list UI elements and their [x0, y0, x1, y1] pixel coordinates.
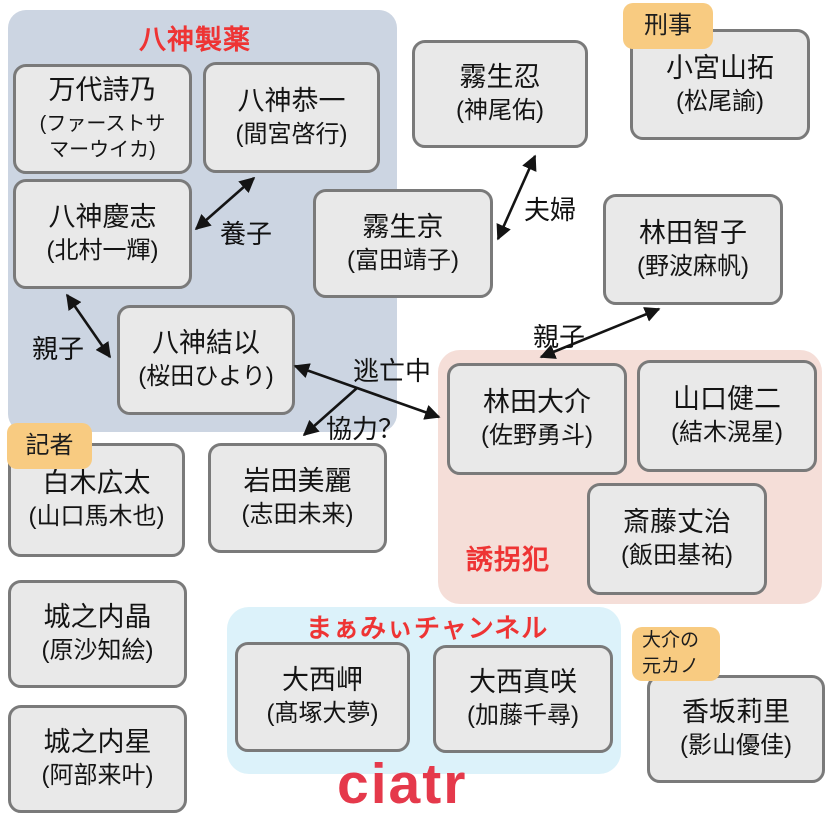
person-name: 城之内晶 [43, 602, 152, 633]
person-actor: (ファーストサ マーウイカ) [39, 112, 166, 161]
role-label-reporter: 記者 [7, 423, 92, 469]
relationship-label-parent-child-hayashida: 親子 [533, 322, 586, 352]
person-name: 大西真咲 [469, 667, 577, 698]
person-box-yagami-yui: 八神結以 (桜田ひより) [117, 305, 295, 415]
person-box-hayashida-daisuke: 林田大介 (佐野勇斗) [447, 363, 627, 475]
person-actor: (飯田基祐) [621, 542, 733, 570]
person-actor: (結木滉星) [671, 419, 783, 447]
person-name: 斎藤丈治 [623, 507, 731, 538]
person-box-jonouchi-akira: 城之内晶 (原沙知絵) [8, 580, 187, 688]
person-actor: (野波麻帆) [637, 252, 749, 280]
person-actor: (神尾佑) [456, 97, 544, 125]
role-label-ex-girlfriend: 大介の 元カノ [632, 627, 720, 681]
person-name: 霧生忍 [459, 62, 541, 93]
ciatr-logo: ciatr [337, 752, 468, 816]
relationship-label-married-couple: 夫婦 [524, 195, 577, 225]
person-box-kiryu-kyo: 霧生京 (富田靖子) [313, 189, 493, 298]
region-title-kidnappers: 誘拐犯 [466, 545, 550, 575]
relationship-label-on-the-run: 逃亡中 [353, 356, 432, 386]
person-actor: (阿部来叶) [41, 762, 154, 790]
person-actor: (原沙知絵) [41, 637, 154, 665]
relationship-label-adopted: 養子 [220, 219, 273, 249]
region-title-yagami-pharma: 八神製薬 [139, 25, 251, 55]
person-actor: (加藤千尋) [467, 702, 579, 730]
person-box-iwata-mirei: 岩田美麗 (志田未来) [208, 443, 387, 553]
person-actor: (髙塚大夢) [266, 700, 379, 728]
person-box-yagami-keishi: 八神慶志 (北村一輝) [13, 179, 192, 289]
relationship-label-parent-child-yagami: 親子 [32, 334, 85, 364]
person-actor: (富田靖子) [347, 246, 459, 274]
person-box-kiryu-shinobu: 霧生忍 (神尾佑) [412, 40, 588, 148]
person-box-yamaguchi-kenji: 山口健二 (結木滉星) [637, 360, 817, 472]
person-name: 小宮山拓 [666, 52, 774, 83]
relationship-label-cooperation: 協力？ [326, 414, 405, 444]
person-box-yagami-kyoichi: 八神恭一 (間宮啓行) [203, 62, 380, 173]
person-name: 万代詩乃 [48, 75, 157, 106]
person-name: 八神結以 [152, 328, 260, 359]
person-box-shiraki-kota: 白木広太 (山口馬木也) [8, 443, 185, 557]
person-name: 大西岬 [282, 665, 363, 696]
person-actor: (佐野勇斗) [481, 422, 593, 450]
person-name: 林田智子 [639, 217, 747, 248]
person-actor: (志田未来) [241, 501, 354, 529]
region-title-maamii-channel: まぁみぃチャンネル [306, 613, 549, 643]
person-actor: (山口馬木也) [28, 503, 165, 531]
role-label-detective: 刑事 [623, 3, 713, 49]
person-name: 八神恭一 [237, 85, 346, 116]
person-box-komiyama-taku: 小宮山拓 (松尾諭) [630, 29, 810, 140]
person-box-bandai-shino: 万代詩乃 (ファーストサ マーウイカ) [13, 64, 192, 174]
person-name: 林田大介 [483, 387, 591, 418]
person-actor: (桜田ひより) [138, 363, 274, 391]
person-box-onishi-misaki: 大西岬 (髙塚大夢) [235, 642, 410, 752]
person-box-saito-joji: 斎藤丈治 (飯田基祐) [587, 483, 767, 595]
person-name: 城之内星 [43, 727, 152, 758]
person-actor: (松尾諭) [676, 87, 764, 115]
person-box-onishi-masaki: 大西真咲 (加藤千尋) [433, 645, 613, 753]
person-name: 霧生京 [362, 211, 444, 242]
person-actor: (北村一輝) [46, 237, 159, 265]
person-name: 山口健二 [673, 384, 781, 415]
person-box-hayashida-tomoko: 林田智子 (野波麻帆) [603, 194, 783, 305]
person-name: 香坂莉里 [682, 697, 790, 728]
person-actor: (影山優佳) [680, 732, 792, 760]
person-name: 岩田美麗 [243, 466, 352, 497]
person-name: 八神慶志 [48, 202, 157, 233]
person-box-jonouchi-sei: 城之内星 (阿部来叶) [8, 705, 187, 813]
person-actor: (間宮啓行) [235, 120, 348, 148]
person-name: 白木広太 [42, 468, 151, 499]
person-box-kosaka-riri: 香坂莉里 (影山優佳) [647, 675, 825, 783]
